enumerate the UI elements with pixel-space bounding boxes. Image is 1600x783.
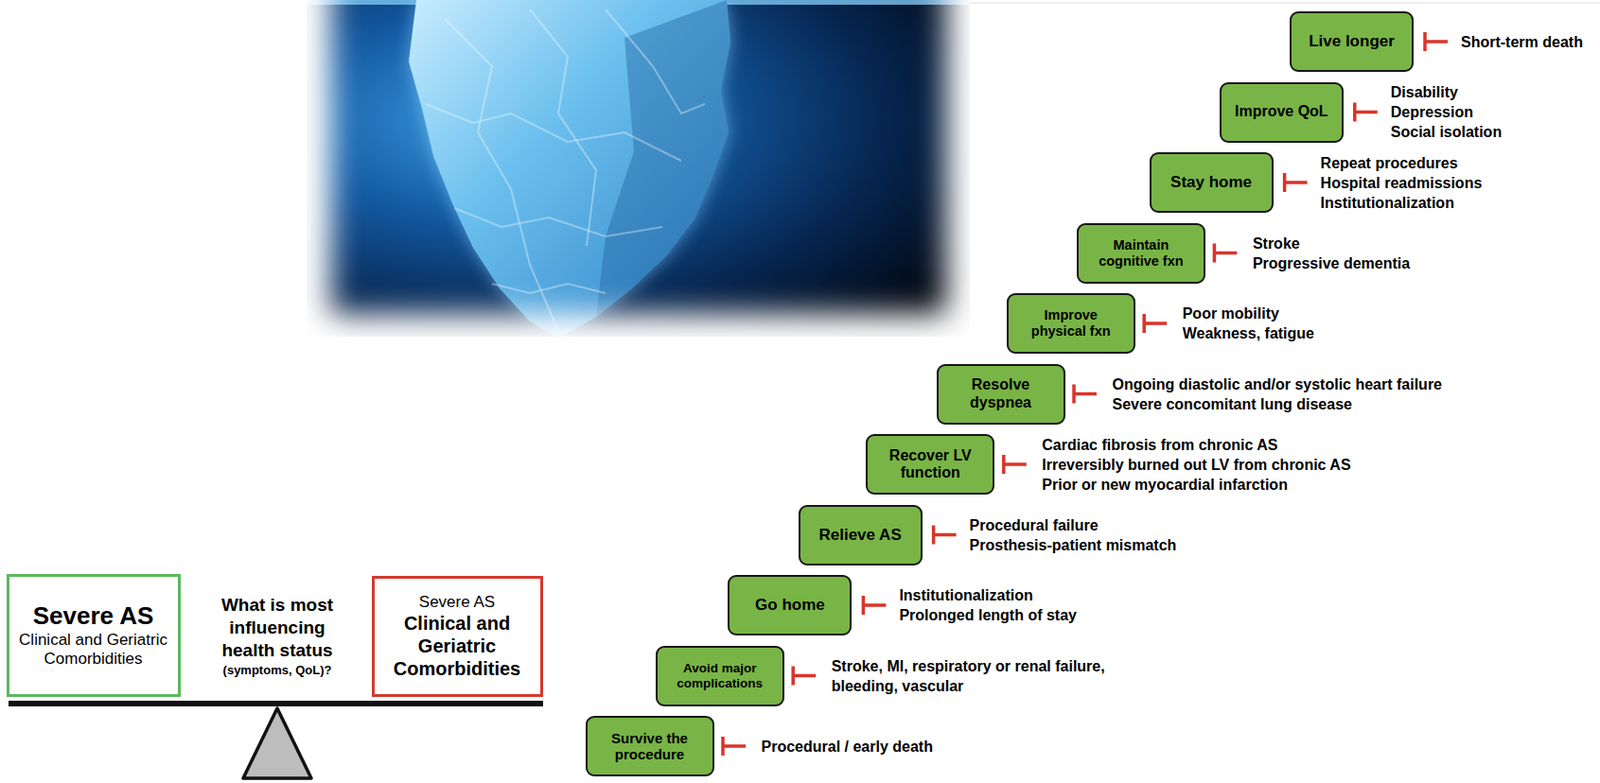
barrier-list: Poor mobilityWeakness, fatigue (1182, 303, 1315, 344)
emphasis-heading: Severe AS (33, 602, 155, 632)
barrier-text: Irreversibly burned out LV from chronic … (1041, 455, 1351, 475)
iceberg-facets (425, 9, 705, 332)
inhibitor-symbol (792, 667, 816, 686)
goal-step-box: Relieve AS (798, 505, 923, 566)
inhibitor-symbol (722, 737, 746, 757)
goal-step-box: Improve QoL (1219, 82, 1344, 143)
barrier-text: Prior or new myocardial infarction (1041, 474, 1351, 495)
goal-step-box: Live longer (1289, 11, 1414, 72)
barrier-text: Stroke, MI, respiratory or renal failure… (831, 656, 1163, 697)
barrier-text: Institutionalization (898, 585, 1077, 606)
barrier-list: Procedural failureProsthesis-patient mis… (969, 515, 1178, 556)
goal-step-box: Go home (727, 575, 852, 636)
barrier-list: StrokeProgressive dementia (1252, 233, 1410, 274)
goal-step-box: Improve physical fxn (1006, 293, 1136, 354)
inhibitor-symbol (1424, 32, 1448, 52)
barrier-text: Severe concomitant lung disease (1112, 394, 1443, 415)
inhibitor-symbol (1284, 173, 1308, 193)
step-text: Recover LV function (877, 447, 984, 483)
goal-step-box: Stay home (1149, 152, 1274, 213)
inhibitor-symbol (1073, 385, 1097, 405)
goal-step-box: Resolve dyspnea (936, 364, 1066, 425)
step-text: Resolve dyspnea (948, 376, 1055, 412)
barrier-list: Stroke, MI, respiratory or renal failure… (831, 656, 1163, 697)
barrier-text: Prolonged length of stay (898, 605, 1077, 626)
comparison-text: Clinical and Geriatric Comorbidities (17, 631, 171, 670)
image-edge-line (969, 2, 1600, 4)
iceberg-illustration (306, 0, 970, 339)
question-note: (symptoms, QoL)? (201, 662, 353, 680)
barrier-list: Short-term death (1460, 32, 1583, 53)
goal-step-box: Maintain cognitive fxn (1076, 223, 1206, 284)
inhibitor-symbol (1213, 244, 1237, 264)
emphasis-heading: Clinical and Geriatric Comorbidities (382, 612, 533, 681)
barrier-list: InstitutionalizationProlonged length of … (898, 585, 1077, 626)
step-text: Relieve AS (818, 526, 901, 546)
inhibitor-symbol (1354, 103, 1378, 123)
barrier-text: Poor mobility (1182, 303, 1315, 324)
barrier-text: Procedural / early death (761, 737, 933, 757)
inhibitor-symbol (933, 526, 957, 546)
barrier-text: Social isolation (1390, 122, 1502, 142)
step-text: Improve physical fxn (1018, 307, 1125, 339)
comparison-box: Severe ASClinical and Geriatric Comorbid… (6, 574, 181, 698)
barrier-text: Short-term death (1460, 32, 1583, 53)
barrier-text: Disability (1390, 82, 1502, 103)
inhibitor-symbol (1003, 455, 1027, 475)
iceberg-shade (596, 0, 731, 317)
goal-step-box: Survive the procedure (585, 716, 715, 777)
barrier-text: Ongoing diastolic and/or systolic heart … (1112, 374, 1443, 395)
barrier-text: Procedural failure (969, 515, 1178, 536)
barrier-text: Institutionalization (1320, 193, 1483, 213)
barrier-text: Repeat procedures (1320, 153, 1483, 174)
sea-background (306, 0, 970, 337)
barrier-text: Depression (1390, 102, 1502, 123)
iceberg-glow (408, 0, 731, 339)
barrier-list: Procedural / early death (761, 737, 933, 757)
question-text: What is most influencing health status (201, 594, 353, 663)
comparison-box: Severe ASClinical and Geriatric Comorbid… (371, 576, 544, 698)
goal-step-box: Avoid major complications (655, 646, 785, 707)
fulcrum-triangle (243, 708, 312, 779)
step-text: Stay home (1170, 173, 1252, 193)
barrier-text: Stroke (1252, 233, 1410, 254)
barrier-text: Progressive dementia (1252, 253, 1410, 274)
barrier-list: DisabilityDepressionSocial isolation (1390, 82, 1502, 142)
question-block: What is most influencing health status(s… (201, 594, 353, 680)
comparison-text: Severe AS (419, 593, 495, 613)
barrier-list: Cardiac fibrosis from chronic ASIrrevers… (1041, 435, 1351, 495)
inhibitor-symbol (1143, 314, 1167, 334)
barrier-text: Cardiac fibrosis from chronic AS (1041, 435, 1351, 456)
step-text: Survive the procedure (597, 730, 704, 764)
goal-step-box: Recover LV function (865, 434, 995, 495)
inhibitor-symbol (862, 596, 886, 616)
barrier-list: Repeat proceduresHospital readmissionsIn… (1320, 153, 1483, 213)
step-text: Improve QoL (1234, 103, 1329, 121)
inhibitor-symbols (722, 32, 1448, 757)
step-text: Live longer (1308, 32, 1395, 52)
barrier-text: Hospital readmissions (1320, 173, 1483, 194)
barrier-text: Prosthesis-patient mismatch (969, 535, 1178, 556)
barrier-list: Ongoing diastolic and/or systolic heart … (1112, 374, 1443, 415)
step-text: Avoid major complications (667, 661, 774, 691)
step-text: Go home (755, 596, 826, 616)
barrier-text: Weakness, fatigue (1182, 323, 1315, 344)
balance-beam (8, 701, 544, 707)
iceberg-body (408, 0, 731, 339)
step-text: Maintain cognitive fxn (1088, 237, 1195, 269)
